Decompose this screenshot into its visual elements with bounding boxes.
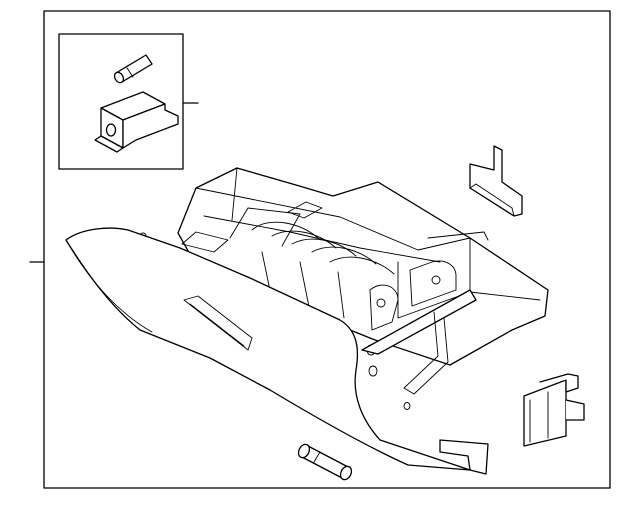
detail-inset bbox=[58, 33, 184, 170]
tee-pad bbox=[469, 145, 523, 217]
inset-pin bbox=[113, 54, 153, 84]
glove-box-assembly bbox=[65, 167, 549, 475]
inset-lock-cylinder bbox=[94, 91, 179, 153]
damper-strut bbox=[361, 289, 477, 395]
glove-box-bin bbox=[139, 167, 549, 366]
latch-striker bbox=[523, 373, 585, 447]
glove-box-door bbox=[65, 227, 471, 471]
rear-bracket bbox=[439, 439, 489, 475]
frame bbox=[43, 10, 611, 489]
bumper-pin bbox=[297, 443, 353, 481]
